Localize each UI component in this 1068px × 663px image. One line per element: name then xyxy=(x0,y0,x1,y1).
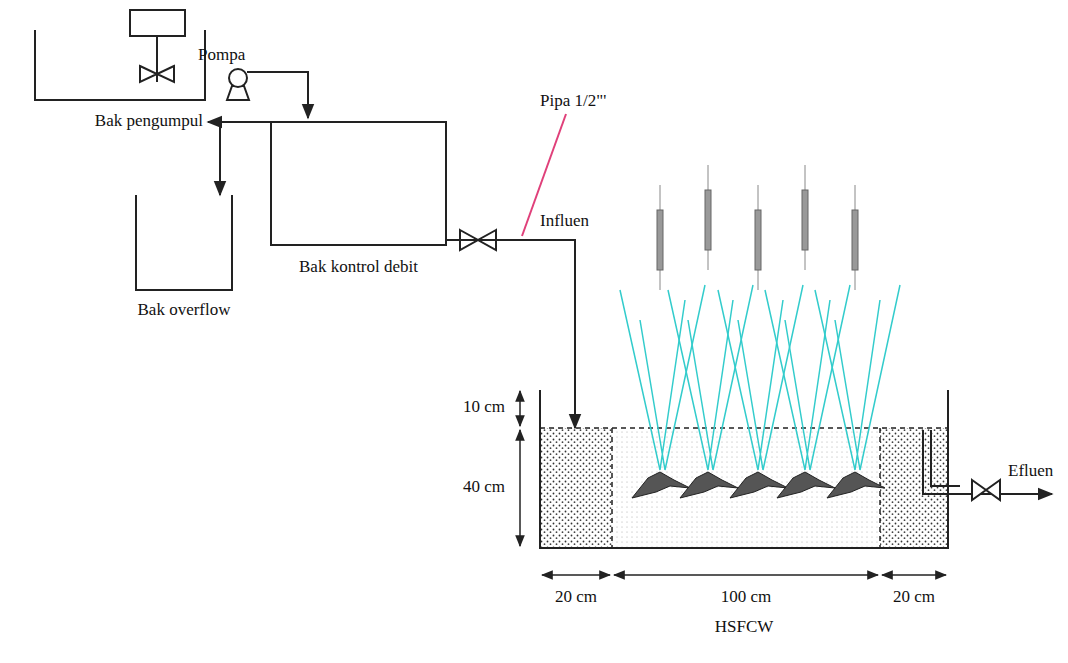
plant-part xyxy=(802,190,808,250)
part-label: Bak pengumpul xyxy=(95,112,203,131)
plant-part xyxy=(730,472,788,498)
plant-part xyxy=(680,472,738,498)
plant-part xyxy=(632,472,690,498)
part-label: Influen xyxy=(540,212,589,231)
part-label: Pipa 1/2"' xyxy=(540,92,606,111)
plant-part xyxy=(755,210,761,270)
dimension-label: 10 cm xyxy=(463,398,505,417)
part-label: Efluen xyxy=(1008,462,1053,481)
plant-part xyxy=(657,210,663,270)
control-tank: Bak kontrol debit xyxy=(270,122,447,246)
plant-part xyxy=(765,285,850,470)
plants xyxy=(620,165,900,498)
node-label: Bak overflow xyxy=(137,301,230,320)
dimension-label: 20 cm xyxy=(893,588,935,607)
dimension-label: 20 cm xyxy=(555,588,597,607)
plant-part xyxy=(827,472,885,498)
dimension-label: 100 cm xyxy=(721,588,772,607)
pipe-arrow xyxy=(208,121,220,123)
pipe-connector xyxy=(220,122,447,195)
plant-part xyxy=(718,285,803,470)
plant-part xyxy=(777,472,835,498)
node-label: Bak kontrol debit xyxy=(299,258,418,277)
wetland-bed xyxy=(540,390,1052,548)
mixing-tank xyxy=(35,10,205,100)
plant-part xyxy=(815,285,900,470)
plant-part xyxy=(705,190,711,250)
plant-part xyxy=(668,285,753,470)
pump xyxy=(227,69,308,118)
plant-part xyxy=(852,210,858,270)
plant-part xyxy=(620,285,705,470)
pipe-connector xyxy=(447,240,575,428)
wetland-bed: HSFCW xyxy=(540,428,948,548)
node-label: HSFCW xyxy=(715,618,774,637)
overflow-tank: Bak overflow xyxy=(135,195,233,291)
dimension-lines xyxy=(520,391,946,575)
dimension-label: 40 cm xyxy=(463,478,505,497)
part-label: Pompa xyxy=(198,46,245,65)
